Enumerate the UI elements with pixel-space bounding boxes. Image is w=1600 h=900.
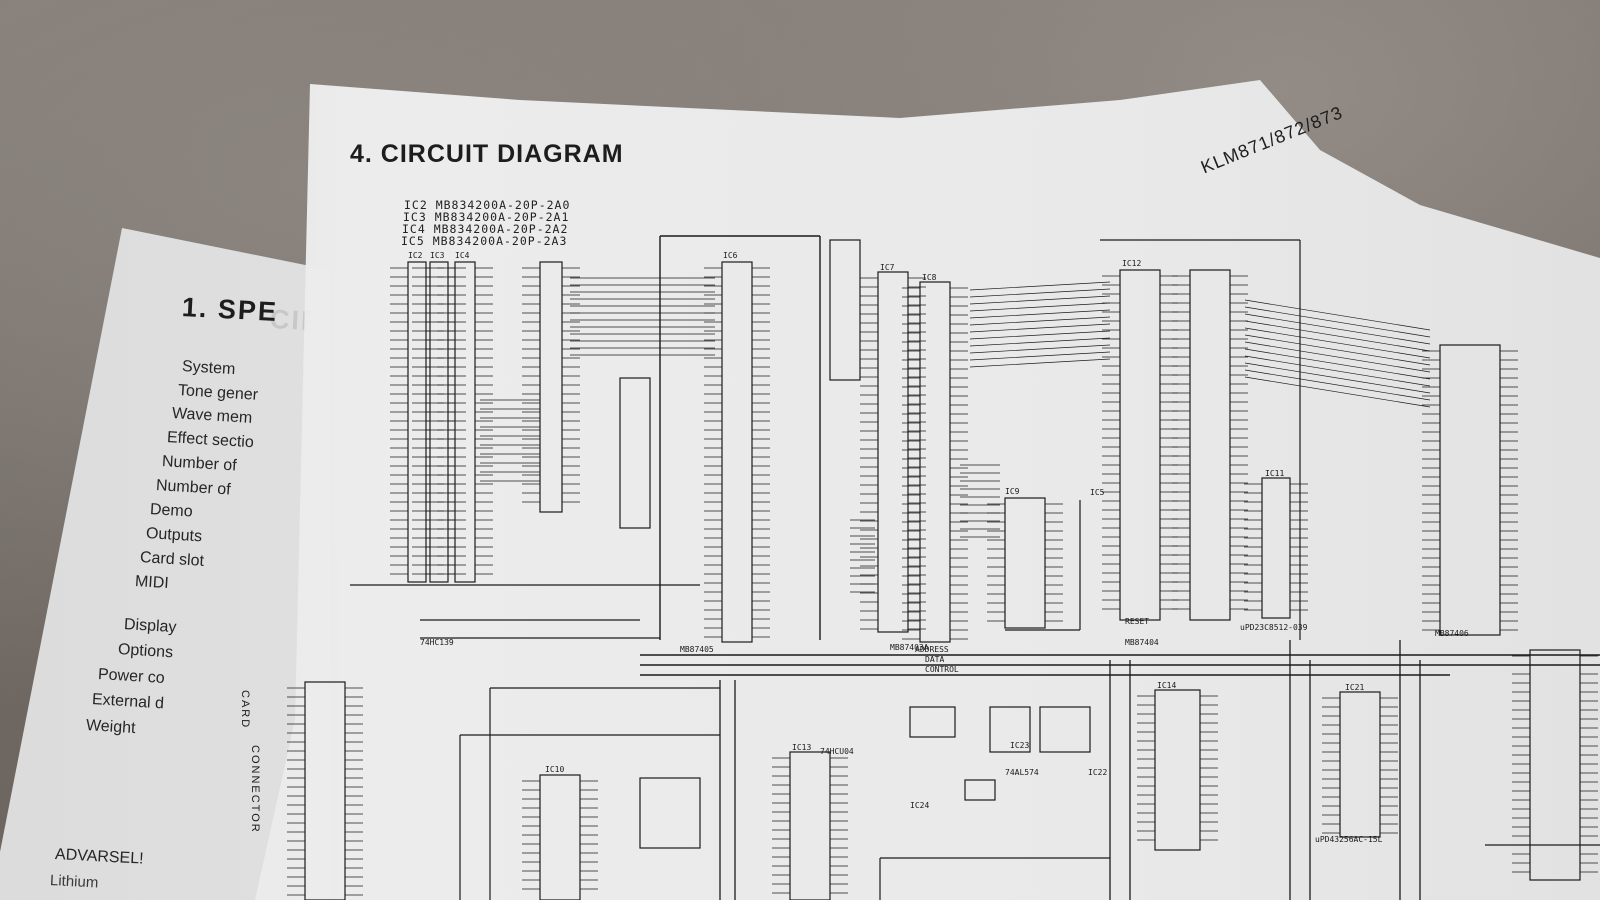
schematic-label: IC10 (545, 765, 564, 774)
schematic-label: RESET (1125, 617, 1149, 626)
ic-list-item: IC3 MB834200A-20P-2A1 (403, 210, 570, 224)
schematic-label: IC2 (408, 251, 423, 260)
schematic-label: IC14 (1157, 681, 1176, 690)
schematic-label: ADDRESS (915, 645, 949, 654)
schematic-label: IC9 (1005, 487, 1020, 496)
ic-list-item: IC5 MB834200A-20P-2A3 (401, 234, 568, 248)
schematic-label: IC11 (1265, 469, 1284, 478)
schematic-label: IC23 (1010, 741, 1029, 750)
ic-list-item: IC2 MB834200A-20P-2A0 (404, 198, 571, 212)
schematic-label: 74HC139 (420, 638, 454, 647)
schematic-label: IC13 (792, 743, 811, 752)
schematic-label: IC3 (430, 251, 445, 260)
schematic-label: CONNECTOR (249, 745, 261, 834)
schematic-label: CONTROL (925, 665, 959, 674)
schematic-label: IC12 (1122, 259, 1141, 268)
schematic-label: 74HCU04 (820, 747, 854, 756)
schematic-label: uPD43256AC-15L (1315, 835, 1383, 844)
schematic-label: IC21 (1345, 683, 1364, 692)
schematic-label: IC22 (1088, 768, 1107, 777)
schematic-label: MB87403A (890, 643, 929, 652)
schematic-label: IC7 (880, 263, 895, 272)
schematic-label: MB87405 (680, 645, 714, 654)
schematic-label: IC5 (1090, 488, 1105, 497)
schematic-label: MB87406 (1435, 629, 1469, 638)
schematic-label: uPD23C8512-039 (1240, 623, 1308, 632)
ic-list-item: IC4 MB834200A-20P-2A2 (402, 222, 569, 236)
schematic-label: IC8 (922, 273, 937, 282)
schematic-label: IC24 (910, 801, 929, 810)
schematic-label: IC6 (723, 251, 738, 260)
schematic-label: MB87404 (1125, 638, 1159, 647)
schematic-label: CARD (239, 690, 251, 729)
schematic-label: IC4 (455, 251, 470, 260)
schematic-label: DATA (925, 655, 944, 664)
circuit-diagram-title: 4. CIRCUIT DIAGRAM (350, 140, 624, 168)
schematic-label: 74AL574 (1005, 768, 1039, 777)
